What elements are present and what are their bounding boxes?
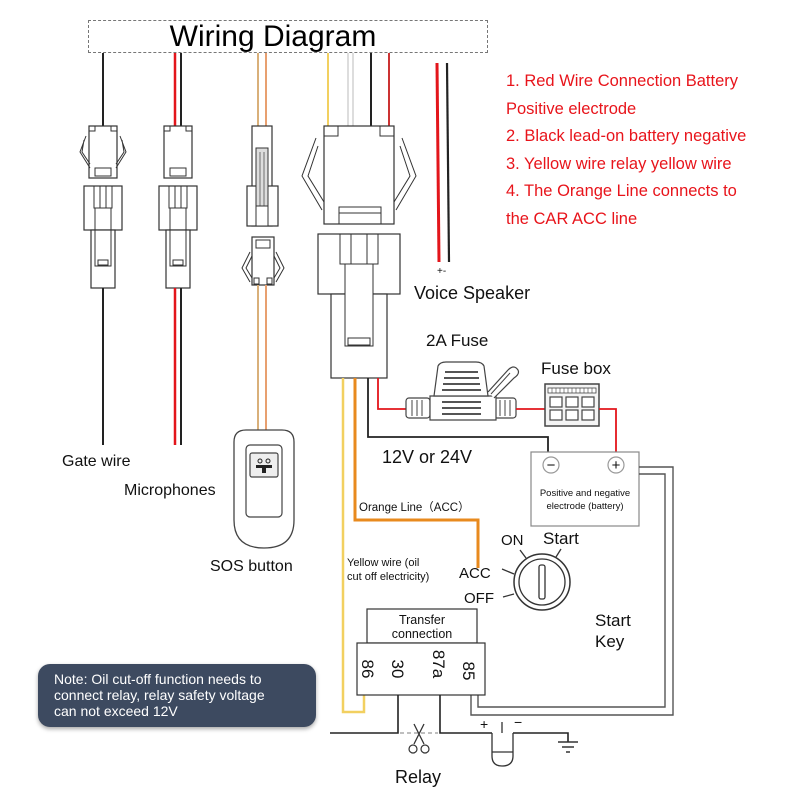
microphone-connector [158,53,198,445]
instruction-line: 4. The Orange Line connects to [506,182,737,200]
sos-button-label: SOS button [210,558,293,575]
key-off-label: OFF [464,590,494,607]
speaker-polarity: +- [437,266,446,277]
orange-line-label: Orange Line（ACC） [359,501,470,514]
transfer-label-line1: Transfer [399,613,445,627]
fuse-box-label: Fuse box [541,359,611,378]
relay-pin-30: 30 [388,660,407,679]
sos-button-device [233,429,295,549]
start-key-double-wire [470,466,674,716]
start-key-label-line2: Key [595,632,625,651]
main-connector [301,53,417,379]
title-box [88,20,488,53]
start-key-label-line1: Start [595,611,631,630]
main-harness-wires [341,378,549,714]
note-line: connect relay, relay safety voltage [54,687,265,703]
relay-pin-87a: 87a [429,650,448,679]
instruction-line: 3. Yellow wire relay yellow wire [506,154,732,173]
yellow-wire-label-line2: cut off electricity) [347,571,429,583]
note-callout: Note: Oil cut-off function needs to conn… [38,664,316,727]
battery-positive-icon [607,456,625,474]
instruction-line: the CAR ACC line [506,209,638,228]
battery-label-line1: Positive and negative [540,488,630,499]
key-on-label: ON [501,532,524,549]
fuse-box-to-battery-wire [599,408,617,452]
lamp-icon [491,722,514,767]
diagram-title: Wiring Diagram [169,20,377,53]
sos-icon [256,458,272,473]
instruction-line: 1. Red Wire Connection Battery [506,72,739,90]
fuse-label: 2A Fuse [426,331,488,350]
scissors-icon [408,723,430,754]
ignition-key-icon [501,548,571,611]
relay-pin-86: 86 [358,660,377,679]
yellow-wire-label-line1: Yellow wire (oil [347,557,419,569]
relay-pin-85: 85 [459,662,478,681]
fuse-icon [405,361,520,421]
battery-negative-symbol: − [547,457,556,474]
lamp-plus-label: + [480,716,488,732]
gate-wire-connector [79,53,127,445]
battery-negative-icon [542,456,560,474]
fuse-box-icon [544,383,600,427]
note-line: can not exceed 12V [54,703,178,719]
key-start-label: Start [543,529,579,548]
instruction-line: Positive electrode [506,99,637,118]
instructions-list: 1. Red Wire Connection Battery Positive … [506,68,796,233]
voice-speaker-label: Voice Speaker [414,283,530,303]
key-acc-label: ACC [459,565,491,582]
battery-label-line2: electrode (battery) [546,501,623,512]
microphones-label: Microphones [124,482,216,499]
ground-icon [558,741,578,753]
voice-speaker-wires [435,62,451,263]
instruction-line: 2. Black lead-on battery negative [506,127,747,145]
relay-wires [330,695,569,742]
relay-block [356,608,486,696]
transfer-label-line2: connection [392,627,453,641]
sos-connector [241,53,285,430]
battery-box: − + Positive and negative electrode (bat… [530,451,640,527]
battery-positive-symbol: + [612,457,621,474]
gate-wire-label: Gate wire [62,453,131,470]
note-line: Note: Oil cut-off function needs to [54,671,262,687]
relay-label: Relay [395,767,441,787]
lamp-minus-label: − [514,714,522,730]
voltage-label: 12V or 24V [382,447,472,467]
